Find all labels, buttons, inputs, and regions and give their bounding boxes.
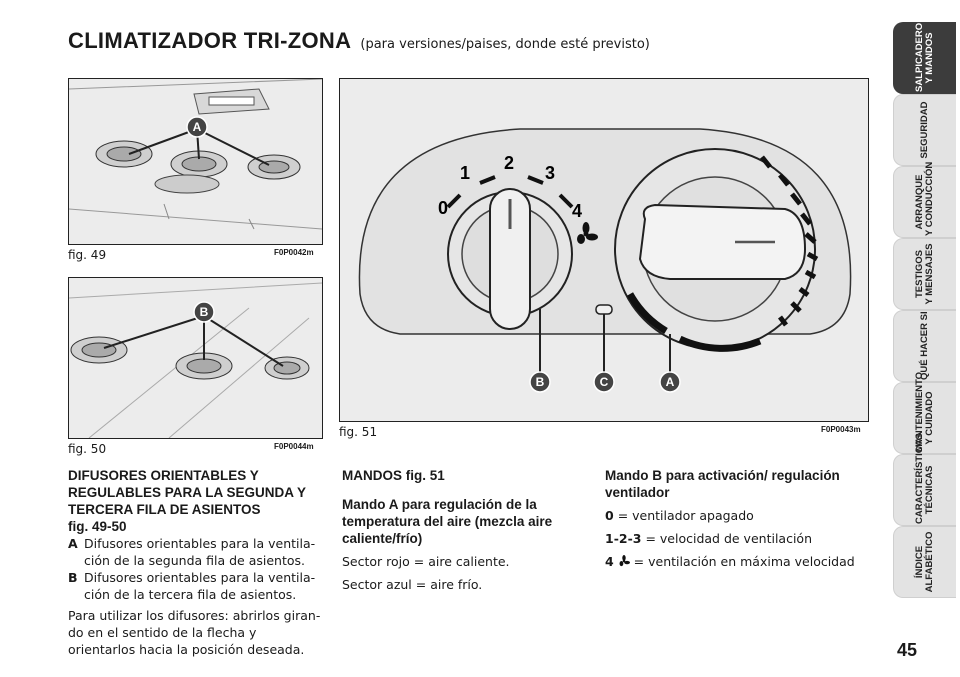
title-subtitle: (para versiones/paises, donde esté previ… <box>360 37 650 52</box>
fan-max-text: = ventilación en máxima velocidad <box>633 554 855 569</box>
blue-sector-text: Sector azul = aire frío. <box>342 577 483 592</box>
column-fan: Mando B para activación/ regulación vent… <box>605 467 875 570</box>
fan-off-key: 0 <box>605 508 614 523</box>
tab-label: SEGURIDAD <box>919 101 930 159</box>
controls-heading: MANDOS fig. 51 <box>342 468 445 483</box>
fan-max-key: 4 <box>605 554 614 569</box>
diffusers-row3-illustration: B <box>69 282 322 438</box>
diffuser-b-item: B Difusores orientables para la ventila­… <box>68 569 323 603</box>
tab-label: SALPICADERO Y MANDOS <box>914 22 935 92</box>
diffuser-b-text: Difusores orientables para la ventila­ci… <box>84 570 316 602</box>
fan-max-item: 4 = ventilación en máxima velocidad <box>605 553 875 570</box>
tab-testigos[interactable]: TESTIGOS Y MENSAJES <box>893 238 956 310</box>
column-controls: MANDOS fig. 51 Mando A para regulación d… <box>342 467 582 593</box>
diffusers-row2-illustration: A <box>69 79 322 230</box>
figure-51-code: F0P0043m <box>821 425 861 434</box>
fan-icon <box>619 555 630 567</box>
figure-51: 0 1 2 3 4 B C A <box>339 78 869 422</box>
tab-que-hacer-si[interactable]: QUÉ HACER SI <box>893 310 956 382</box>
speed-label-2: 2 <box>504 153 514 173</box>
tab-caracteristicas[interactable]: CARACTERÍSTICAS TÉCNICAS <box>893 433 956 526</box>
callout-b-fig51: B <box>536 375 545 389</box>
diffusers-figref: fig. 49-50 <box>68 519 127 534</box>
speed-label-1: 1 <box>460 163 470 183</box>
diffuser-b-key: B <box>68 570 78 585</box>
tab-label: ÍNDICE ALFABÉTICO <box>914 531 935 593</box>
figure-49-code: F0P0042m <box>274 248 314 257</box>
diffusers-heading: DIFUSORES ORIENTABLES Y REGULABLES PARA … <box>68 468 306 517</box>
figure-49: A <box>68 78 323 245</box>
tab-arranque[interactable]: ARRANQUE Y CONDUCCIÓN <box>893 161 956 238</box>
diffuser-a-key: A <box>68 536 78 551</box>
diffusers-paragraph: Para utilizar los difusores: abrirlos gi… <box>68 608 321 657</box>
tab-salpicadero[interactable]: SALPICADERO Y MANDOS <box>893 22 956 94</box>
speed-label-3: 3 <box>545 163 555 183</box>
diffuser-a-item: A Difusores orientables para la ventila­… <box>68 535 323 569</box>
fan-off-item: 0 = ventilador apagado <box>605 507 875 524</box>
callout-c-fig51: C <box>600 375 609 389</box>
page-title: CLIMATIZADOR TRI-ZONA (para versiones/pa… <box>68 28 650 54</box>
fan-speed-item: 1-2-3 = velocidad de ventilación <box>605 530 875 547</box>
fan-speed-text: = velocidad de ventilación <box>645 531 812 546</box>
speed-label-0: 0 <box>438 198 448 218</box>
control-b-heading: Mando B para activación/ regulación vent… <box>605 468 840 500</box>
tab-label: ARRANQUE Y CONDUCCIÓN <box>914 161 935 236</box>
callout-a: A <box>193 120 202 134</box>
tab-label: QUÉ HACER SI <box>919 311 930 380</box>
control-a-heading: Mando A para regulación de la temperatur… <box>342 497 553 546</box>
diffuser-a-text: Difusores orientables para la ventila­ci… <box>84 536 316 568</box>
tab-label: CARACTERÍSTICAS TÉCNICAS <box>914 433 935 524</box>
figure-51-caption: fig. 51 <box>339 425 378 439</box>
page-number: 45 <box>897 640 918 660</box>
callout-b: B <box>200 305 209 319</box>
column-diffusers: DIFUSORES ORIENTABLES Y REGULABLES PARA … <box>68 467 323 658</box>
tab-indice[interactable]: ÍNDICE ALFABÉTICO <box>893 526 956 598</box>
fan-icon <box>577 222 598 244</box>
callout-a-fig51: A <box>666 375 675 389</box>
title-main: CLIMATIZADOR TRI-ZONA <box>68 28 352 53</box>
figure-49-caption: fig. 49 <box>68 248 107 262</box>
climate-controls-illustration: 0 1 2 3 4 B C A <box>358 128 852 393</box>
figure-50: B <box>68 277 323 439</box>
fan-off-text: = ventilador apagado <box>617 508 754 523</box>
fan-speed-key: 1-2-3 <box>605 531 642 546</box>
figure-50-code: F0P0044m <box>274 442 314 451</box>
tab-seguridad[interactable]: SEGURIDAD <box>893 94 956 166</box>
figure-50-caption: fig. 50 <box>68 442 107 456</box>
tab-mantenimiento[interactable]: MANTENIMIENTO Y CUIDADO <box>893 372 956 454</box>
tab-label: TESTIGOS Y MENSAJES <box>914 243 935 305</box>
red-sector-text: Sector rojo = aire caliente. <box>342 554 510 569</box>
speed-label-4: 4 <box>572 201 582 221</box>
